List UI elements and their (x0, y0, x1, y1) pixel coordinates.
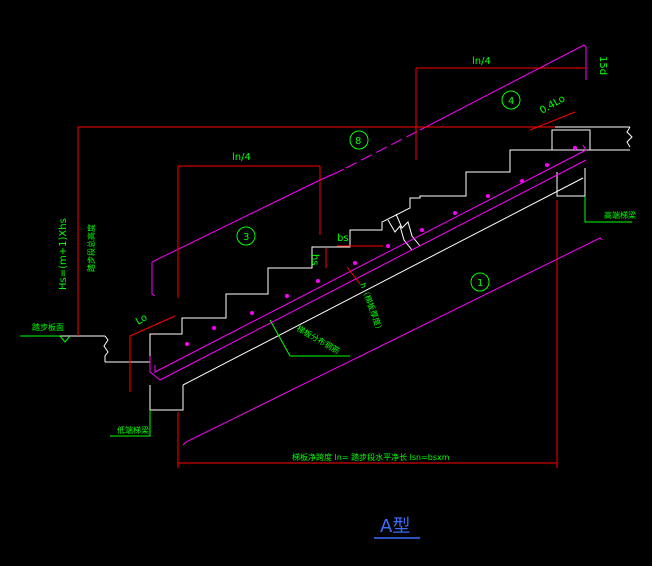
break-symbol (387, 219, 413, 251)
stair-outline (20, 126, 633, 411)
label-left-vertical: Hs=(m+1)Xhs (58, 218, 69, 290)
label-3: 3 (243, 232, 249, 243)
rebar-3-dash2 (345, 129, 421, 169)
top-slab-end (626, 126, 633, 148)
label-15d: 15d (597, 56, 608, 75)
label-dist-bar: 梯板分布钢筋 (295, 323, 342, 356)
h-dim (346, 266, 361, 285)
label-top-ln4: ln/4 (472, 56, 491, 67)
label-1: 1 (477, 278, 483, 289)
label-floor: 踏步板面 (32, 322, 64, 332)
label-04lo: 0.4Lo (538, 93, 567, 116)
high-beam (556, 168, 586, 197)
04lo-dim (529, 111, 576, 131)
label-slab-thick: h（梯板厚度） (358, 281, 386, 334)
drawing-title: A型 (380, 516, 410, 537)
label-bottom-dim: 梯板净跨度 ln= 踏步段水平净长 lsn=bsxm (292, 452, 450, 462)
label-left-vertical-2: 踏步段总高度 (86, 224, 96, 272)
marker-4 (501, 90, 521, 110)
marker-8 (349, 130, 369, 150)
label-8: 8 (355, 136, 361, 147)
marker-3 (236, 226, 256, 246)
label-4: 4 (508, 96, 514, 107)
break-symbol-2 (395, 213, 421, 247)
label-low-beam: 低端梯梁 (117, 425, 149, 435)
rebar-1[interactable] (182, 237, 603, 446)
dimensions (77, 67, 585, 468)
rebar-slab-inner[interactable] (159, 159, 587, 381)
rebar-4[interactable] (419, 44, 587, 131)
rebar-3[interactable] (151, 171, 339, 297)
label-lo: Lo (134, 312, 149, 327)
bar-markers (236, 90, 521, 292)
rebar-bottom-hook[interactable] (149, 356, 161, 381)
label-bs: bs (337, 233, 349, 244)
rebar-slab-main[interactable] (154, 144, 587, 373)
label-left-ln4: ln/4 (232, 152, 251, 163)
leaders (20, 196, 632, 437)
rebar-dots (185, 146, 577, 346)
low-beam (149, 385, 184, 411)
label-hs: hs (309, 254, 320, 266)
ground-line-2 (103, 335, 109, 362)
rebar-3-dash (337, 167, 347, 173)
label-high-beam: 高端梯梁 (604, 210, 636, 220)
marker-1 (470, 272, 490, 292)
stair-steps (105, 129, 591, 363)
slab-bottom (182, 177, 584, 386)
rebars (149, 44, 603, 446)
lo-dim-2 (129, 315, 176, 337)
